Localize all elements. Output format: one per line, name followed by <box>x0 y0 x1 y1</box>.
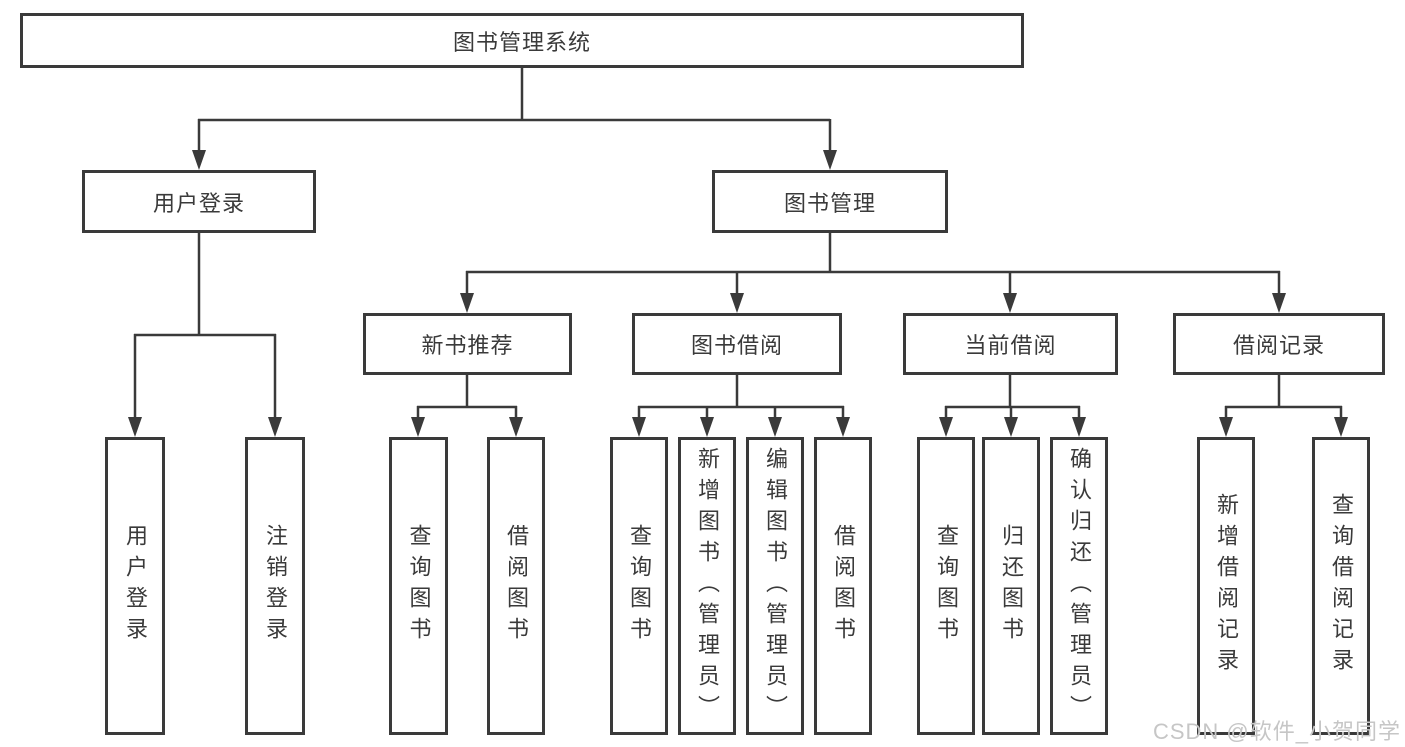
node-label: 新增图书（管理员） <box>695 446 720 726</box>
arrowhead <box>700 417 714 437</box>
edge-current-borrowing-to-leaves <box>939 375 1086 437</box>
leaf-search-books-current: 查询图书 <box>917 437 975 735</box>
node-label: 图书管理 <box>783 190 876 216</box>
node-user-login: 用户登录 <box>82 170 316 233</box>
node-label: 查询借阅记录 <box>1329 493 1354 679</box>
node-current-borrowing: 当前借阅 <box>903 313 1118 375</box>
edge-book-management-to-level2 <box>460 233 1286 313</box>
edge-new-book-recommendation-to-leaves <box>411 375 523 437</box>
arrowhead <box>1334 417 1348 437</box>
leaf-edit-books-admin: 编辑图书（管理员） <box>746 437 804 735</box>
root-node-library-management-system: 图书管理系统 <box>20 13 1024 68</box>
node-label: 编辑图书（管理员） <box>763 446 788 726</box>
node-label: 借阅记录 <box>1232 333 1325 358</box>
node-label: 借阅图书 <box>831 524 856 648</box>
node-label: 当前借阅 <box>964 333 1057 358</box>
arrowhead <box>939 417 953 437</box>
arrowhead <box>128 417 142 437</box>
node-borrowing-records: 借阅记录 <box>1173 313 1385 375</box>
leaf-confirm-return-admin: 确认归还（管理员） <box>1050 437 1108 735</box>
node-label: 图书借阅 <box>690 333 783 358</box>
node-label: 查询图书 <box>627 524 652 648</box>
leaf-search-books-recommend: 查询图书 <box>389 437 448 735</box>
leaf-search-borrow-record: 查询借阅记录 <box>1312 437 1370 735</box>
node-label: 新书推荐 <box>421 333 514 358</box>
arrowhead <box>632 417 646 437</box>
node-label: 图书管理系统 <box>452 29 591 55</box>
arrowhead <box>768 417 782 437</box>
arrowhead <box>411 417 425 437</box>
leaf-add-borrow-record: 新增借阅记录 <box>1197 437 1255 735</box>
arrowhead <box>460 293 474 313</box>
node-label: 借阅图书 <box>504 524 529 648</box>
node-label: 查询图书 <box>934 524 959 648</box>
edge-root-to-level1 <box>192 68 837 170</box>
node-book-management: 图书管理 <box>712 170 948 233</box>
arrowhead <box>268 417 282 437</box>
arrowhead <box>1003 293 1017 313</box>
arrowhead <box>1004 417 1018 437</box>
arrowhead <box>836 417 850 437</box>
arrowhead <box>509 417 523 437</box>
node-label: 新增借阅记录 <box>1214 493 1239 679</box>
edge-borrowing-records-to-leaves <box>1219 375 1348 437</box>
leaf-user-login: 用户登录 <box>105 437 165 735</box>
arrowhead <box>1219 417 1233 437</box>
arrowhead <box>1272 293 1286 313</box>
node-label: 确认归还（管理员） <box>1067 446 1092 726</box>
leaf-search-books-borrowing: 查询图书 <box>610 437 668 735</box>
node-label: 用户登录 <box>123 524 148 648</box>
leaf-return-books: 归还图书 <box>982 437 1040 735</box>
node-label: 查询图书 <box>406 524 432 648</box>
arrowhead <box>823 150 837 170</box>
arrowhead <box>1072 417 1086 437</box>
arrowhead <box>730 293 744 313</box>
leaf-borrow-books-borrowing: 借阅图书 <box>814 437 872 735</box>
leaf-logout: 注销登录 <box>245 437 305 735</box>
watermark: CSDN @软件_小贺同学 <box>1152 719 1401 744</box>
leaf-borrow-books-recommend: 借阅图书 <box>487 437 545 735</box>
node-book-borrowing: 图书借阅 <box>632 313 842 375</box>
node-new-book-recommendation: 新书推荐 <box>363 313 572 375</box>
node-label: 用户登录 <box>152 190 245 216</box>
arrowhead <box>192 150 206 170</box>
node-label: 归还图书 <box>999 524 1024 648</box>
node-label: 注销登录 <box>263 524 288 648</box>
edge-user-login-to-leaves <box>128 233 282 437</box>
edge-book-borrowing-to-leaves <box>632 375 850 437</box>
leaf-add-books-admin: 新增图书（管理员） <box>678 437 736 735</box>
